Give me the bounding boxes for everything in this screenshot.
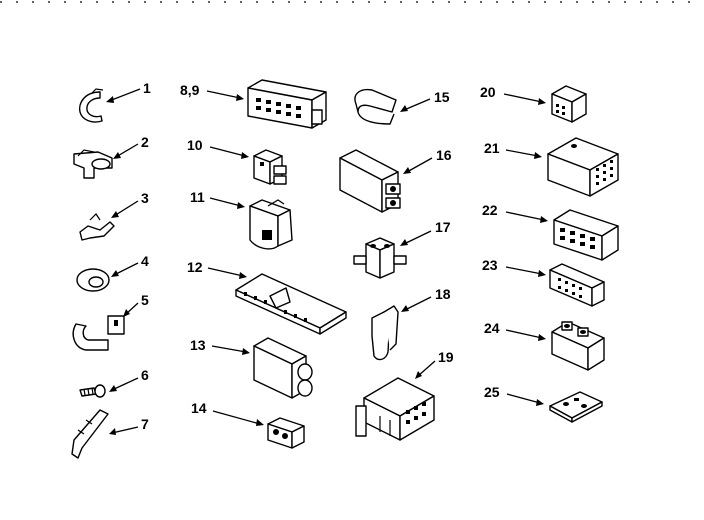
- part-label: 23: [482, 257, 498, 273]
- part-label: 22: [482, 202, 498, 218]
- part-16: 16: [339, 147, 452, 213]
- part-label: 17: [435, 219, 451, 235]
- part-label: 20: [480, 84, 496, 100]
- part-label: 18: [435, 286, 451, 302]
- part-18: 18: [371, 286, 451, 361]
- part-label: 24: [484, 320, 500, 336]
- part-8-9: 8,9: [180, 79, 327, 129]
- part-label: 19: [438, 349, 454, 365]
- part-label: 3: [141, 190, 149, 206]
- part-label: 2: [141, 134, 149, 150]
- part-6: 6: [79, 367, 149, 398]
- part-label: 13: [190, 337, 206, 353]
- part-label: 16: [436, 147, 452, 163]
- part-label: 7: [141, 416, 149, 432]
- part-label: 4: [141, 253, 149, 269]
- part-label: 8,9: [180, 82, 200, 98]
- part-20: 20: [480, 84, 587, 123]
- part-24: 24: [484, 320, 605, 371]
- part-1: 1: [78, 80, 151, 123]
- part-label: 11: [190, 189, 205, 205]
- part-17: 17: [353, 219, 451, 279]
- part-12: 12: [187, 259, 347, 335]
- part-13: 13: [190, 337, 313, 399]
- part-label: 6: [141, 367, 149, 383]
- part-label: 1: [143, 80, 151, 96]
- part-14: 14: [191, 400, 305, 449]
- part-15: 15: [354, 88, 450, 125]
- part-11: 11: [190, 189, 293, 250]
- part-label: 14: [191, 400, 207, 416]
- part-19: 19: [355, 349, 454, 441]
- part-label: 21: [484, 140, 500, 156]
- part-21: 21: [484, 137, 619, 197]
- part-7: 7: [71, 409, 149, 459]
- part-label: 10: [187, 137, 203, 153]
- part-label: 12: [187, 259, 203, 275]
- part-22: 22: [482, 202, 619, 261]
- part-5: 5: [72, 292, 149, 351]
- part-3: 3: [79, 190, 149, 241]
- part-25: 25: [484, 384, 603, 423]
- part-10: 10: [187, 137, 287, 185]
- part-2: 2: [73, 134, 149, 179]
- part-label: 5: [141, 292, 149, 308]
- part-label: 25: [484, 384, 500, 400]
- part-label: 15: [434, 89, 450, 105]
- part-23: 23: [482, 257, 605, 307]
- part-4: 4: [76, 253, 149, 292]
